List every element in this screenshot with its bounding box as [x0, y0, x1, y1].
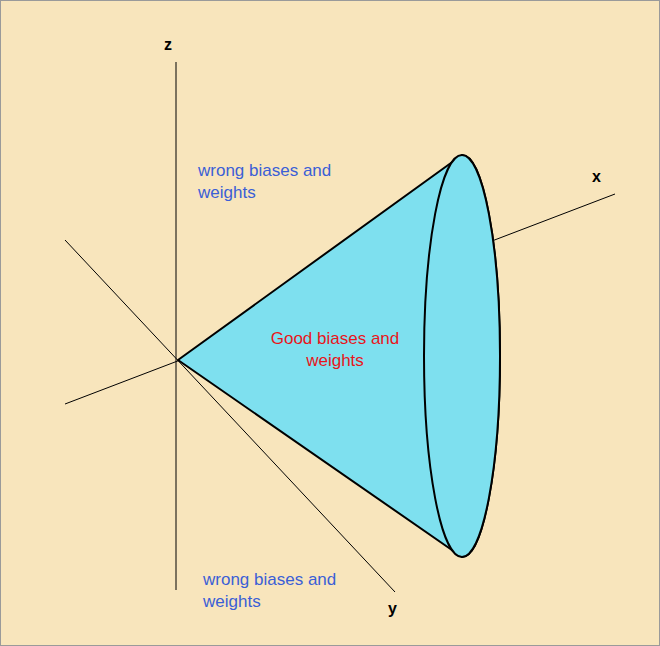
cone-region: Good biases and weights [176, 150, 510, 562]
z-axis [176, 62, 177, 590]
cone-base [424, 155, 500, 557]
axis-label: y [388, 600, 397, 618]
region-text: Good biases and weights [270, 328, 400, 372]
axis-label: z [164, 36, 172, 54]
region-label: wrong biases and weights [198, 160, 338, 204]
cone-body [178, 155, 500, 557]
region-label: wrong biases and weights [203, 569, 343, 613]
axis-label: x [592, 168, 601, 186]
